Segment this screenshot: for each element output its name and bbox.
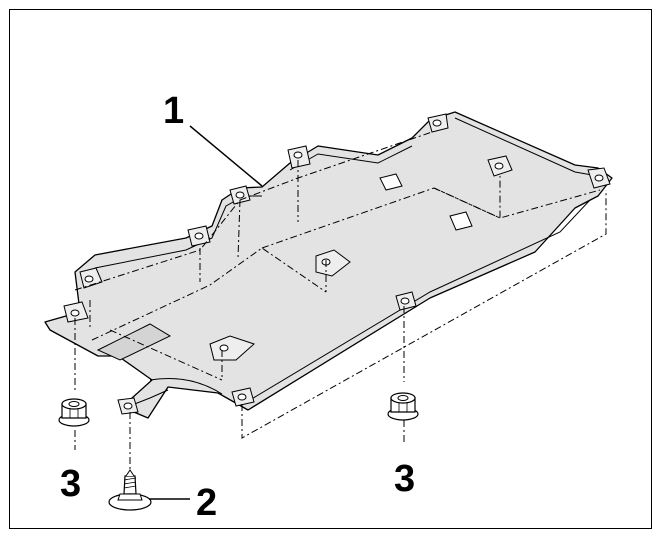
callout-number-nut-left: 3 xyxy=(60,463,82,505)
mounting-tab xyxy=(117,397,139,415)
retaining-clip xyxy=(209,335,255,361)
callout-number-nut-right: 3 xyxy=(394,458,416,500)
alignment-lines xyxy=(74,131,607,470)
mounting-tab xyxy=(287,145,311,169)
mounting-tab xyxy=(587,167,611,189)
mounting-tab xyxy=(79,267,103,289)
mounting-tab xyxy=(427,113,449,133)
screw-icon xyxy=(108,469,152,511)
mounting-tab xyxy=(231,387,255,407)
mounting-tab xyxy=(187,225,211,247)
underbody-shield-panel xyxy=(44,111,613,419)
mounting-tab xyxy=(487,155,513,177)
retaining-clip xyxy=(449,211,473,231)
leader-lines xyxy=(148,125,263,500)
flange-nut-icon xyxy=(58,398,90,427)
mounting-tab xyxy=(395,291,417,311)
mounting-tab xyxy=(229,185,251,205)
mounting-tab xyxy=(63,301,89,323)
flange-nut-icon xyxy=(387,392,419,421)
retaining-clip xyxy=(379,173,403,191)
callout-number-bolt: 2 xyxy=(196,482,218,524)
callout-number-shield: 1 xyxy=(163,90,185,132)
diagram-frame xyxy=(9,9,652,529)
